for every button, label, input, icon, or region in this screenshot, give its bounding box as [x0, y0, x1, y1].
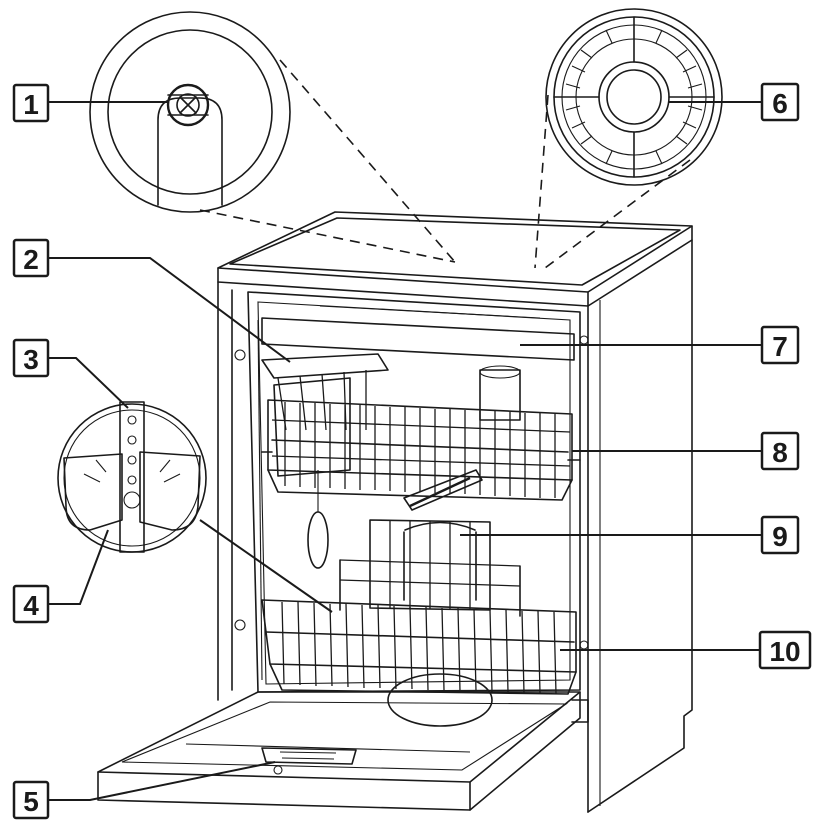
callout-1: 1 — [12, 83, 50, 123]
callout-8-label: 8 — [772, 437, 788, 468]
callout-4: 4 — [12, 584, 50, 624]
dishwasher-body — [217, 211, 693, 813]
callout-9-label: 9 — [772, 521, 788, 552]
callout-6-label: 6 — [772, 88, 788, 119]
upper-basket — [261, 353, 581, 511]
callout-3: 3 — [12, 338, 50, 378]
callout-5-label: 5 — [23, 786, 39, 817]
callout-2: 2 — [12, 238, 50, 278]
callout-9: 9 — [760, 515, 800, 555]
callout-4-label: 4 — [23, 590, 39, 621]
callout-7-label: 7 — [772, 331, 788, 362]
callout-8: 8 — [760, 431, 800, 471]
detail-circle-filter — [57, 401, 207, 553]
open-door — [97, 691, 589, 811]
callout-1-label: 1 — [23, 89, 39, 120]
leader-lines — [48, 101, 762, 801]
dial-ribs — [565, 29, 703, 165]
detail-circle-upper-spray-arm — [89, 11, 291, 213]
callout-6: 6 — [760, 82, 800, 122]
callout-10: 10 — [758, 630, 812, 670]
projection-lines — [199, 59, 691, 269]
callout-10-label: 10 — [769, 636, 800, 667]
callout-3-label: 3 — [23, 344, 39, 375]
detail-circle-dial — [545, 8, 723, 186]
callout-2-label: 2 — [23, 244, 39, 275]
callout-7: 7 — [760, 325, 800, 365]
callout-5: 5 — [12, 780, 50, 820]
